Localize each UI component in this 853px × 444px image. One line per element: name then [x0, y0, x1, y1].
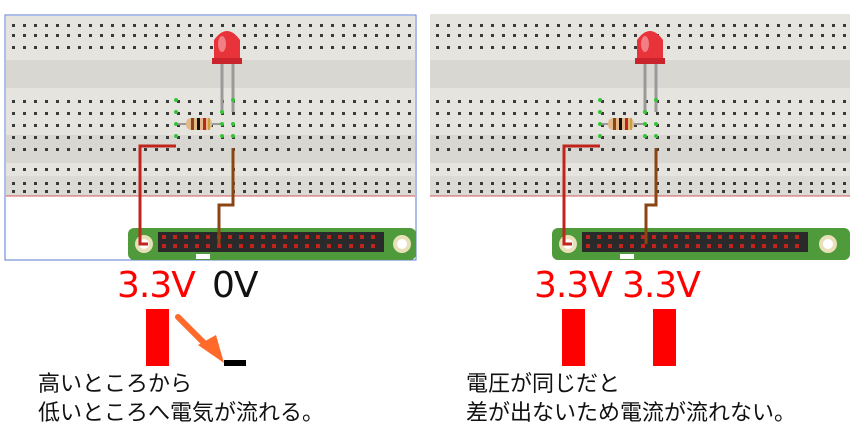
resistor-icon: [600, 118, 645, 130]
flow-arrow-icon: [175, 314, 224, 363]
left-caption-line1: 高いところから: [38, 372, 193, 397]
left-high-voltage-bar: [146, 309, 169, 366]
gpio-board: [552, 228, 850, 260]
left-caption-line2: 低いところへ電気が流れる。: [38, 401, 325, 426]
left-breadboard-diagram: [4, 14, 417, 261]
led-icon: [212, 31, 242, 112]
red-wire: [562, 144, 600, 246]
right-breadboard-diagram: [430, 14, 850, 260]
left-panel: 3.3V 0V 高いところから 低いところへ電気が流れる。: [0, 0, 420, 444]
right-voltage-3v3-label-b: 3.3V: [622, 265, 701, 306]
gpio-board: [128, 228, 416, 260]
right-caption-line2: 差が出ないため電流が流れない。: [466, 401, 797, 426]
right-voltage-bar-a: [562, 309, 585, 366]
brown-wire: [217, 148, 235, 244]
right-caption-line1: 電圧が同じだと: [466, 372, 621, 397]
right-voltage-bar-b: [653, 309, 676, 366]
right-voltage-3v3-label-a: 3.3V: [534, 265, 613, 306]
right-panel: 3.3V 3.3V 電圧が同じだと 差が出ないため電流が流れない。: [428, 0, 853, 444]
left-low-voltage-bar: [224, 360, 246, 366]
breadboard: [6, 16, 415, 197]
resistor-icon: [176, 118, 222, 130]
red-wire: [138, 144, 176, 246]
brown-wire: [644, 148, 658, 244]
led-icon: [635, 31, 665, 112]
left-voltage-0v-label: 0V: [212, 265, 259, 306]
left-voltage-3v3-label: 3.3V: [117, 265, 196, 306]
